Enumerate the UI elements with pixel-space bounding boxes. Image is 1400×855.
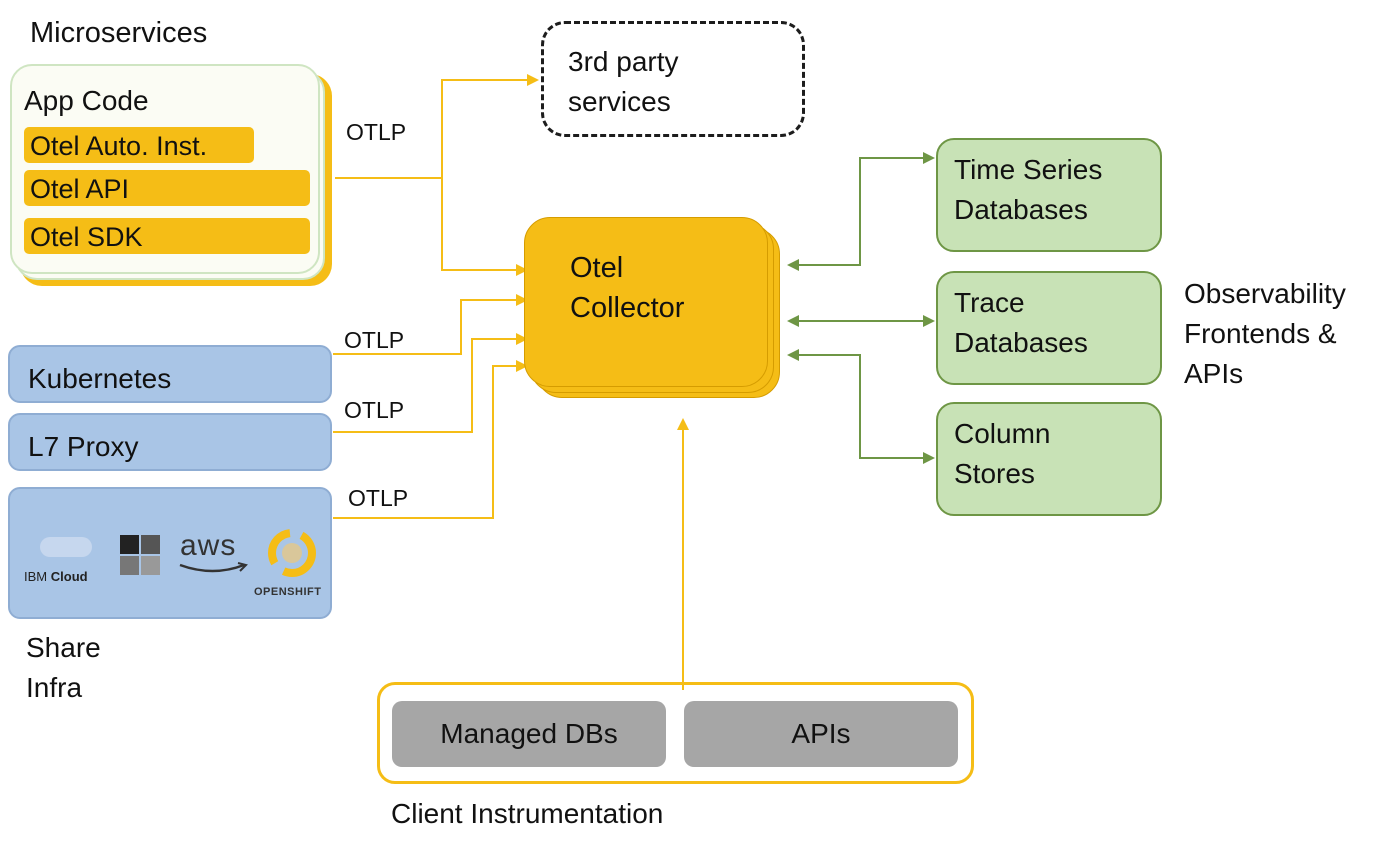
wire-infra-to-collector bbox=[333, 360, 528, 519]
trace-databases-box: Trace Databases bbox=[936, 271, 1162, 385]
ibm-cloud-logo: IBM Cloud bbox=[24, 569, 88, 585]
column-stores-box: Column Stores bbox=[936, 402, 1162, 516]
wire-kubernetes-to-collector bbox=[333, 294, 528, 355]
grid-logo-icon bbox=[120, 535, 160, 575]
wire-app-to-3rdparty bbox=[335, 74, 539, 179]
ibm-cloud-logo-suffix: Cloud bbox=[50, 569, 88, 584]
share-infra-caption-line-2: Infra bbox=[26, 672, 83, 703]
trace-line-1: Trace bbox=[954, 287, 1025, 318]
frontends-label-line-3: APIs bbox=[1184, 358, 1244, 389]
frontends-label-line-2: Frontends & bbox=[1184, 318, 1337, 349]
managed-dbs-box: Managed DBs bbox=[392, 701, 666, 767]
otlp-label-proxy: OTLP bbox=[344, 397, 405, 423]
third-party-services-box: 3rd party services bbox=[541, 21, 805, 137]
time-series-line-2: Databases bbox=[954, 194, 1088, 225]
microservices-title: Microservices bbox=[30, 17, 208, 49]
otlp-label-infra: OTLP bbox=[348, 485, 409, 511]
time-series-line-1: Time Series bbox=[954, 154, 1103, 185]
share-infra-caption-line-1: Share bbox=[26, 632, 101, 663]
l7-proxy-box: L7 Proxy bbox=[8, 413, 332, 471]
otel-api-bar: Otel API bbox=[24, 170, 310, 206]
time-series-databases-box: Time Series Databases bbox=[936, 138, 1162, 252]
shared-infra-logos-box: IBM Cloud aws OPENSHIFT bbox=[8, 487, 332, 619]
trace-line-2: Databases bbox=[954, 327, 1088, 358]
column-stores-line-1: Column bbox=[954, 418, 1051, 449]
wire-app-to-collector bbox=[441, 178, 528, 276]
otel-collector: Otel Collector bbox=[524, 217, 768, 387]
collector-label-line-2: Collector bbox=[570, 292, 685, 324]
otlp-label-kubernetes: OTLP bbox=[344, 327, 405, 353]
otel-auto-inst-bar: Otel Auto. Inst. bbox=[24, 127, 254, 163]
otel-sdk-bar: Otel SDK bbox=[24, 218, 310, 254]
openshift-icon bbox=[268, 529, 316, 577]
client-instrumentation-caption: Client Instrumentation bbox=[391, 798, 664, 829]
client-instrumentation-box: Managed DBs APIs bbox=[377, 682, 974, 784]
frontends-label-line-1: Observability bbox=[1184, 278, 1346, 309]
apis-box: APIs bbox=[684, 701, 958, 767]
aws-smile-icon bbox=[179, 562, 248, 573]
third-party-line-2: services bbox=[568, 86, 671, 117]
wire-proxy-to-collector bbox=[333, 333, 528, 433]
otlp-label-app: OTLP bbox=[346, 119, 407, 145]
collector-label-line-1: Otel bbox=[570, 252, 624, 284]
microservices-card: App Code Otel Auto. Inst. Otel API Otel … bbox=[10, 64, 320, 274]
openshift-logo: OPENSHIFT bbox=[254, 586, 322, 598]
column-stores-line-2: Stores bbox=[954, 458, 1035, 489]
wire-collector-columns bbox=[787, 349, 935, 464]
ibm-cloud-icon bbox=[40, 537, 92, 557]
wire-collector-timeseries bbox=[787, 152, 935, 271]
third-party-line-1: 3rd party bbox=[568, 46, 679, 77]
aws-logo: aws bbox=[180, 529, 237, 562]
kubernetes-box: Kubernetes bbox=[8, 345, 332, 403]
ibm-cloud-logo-prefix: IBM bbox=[24, 569, 48, 584]
app-code-label: App Code bbox=[24, 85, 149, 116]
